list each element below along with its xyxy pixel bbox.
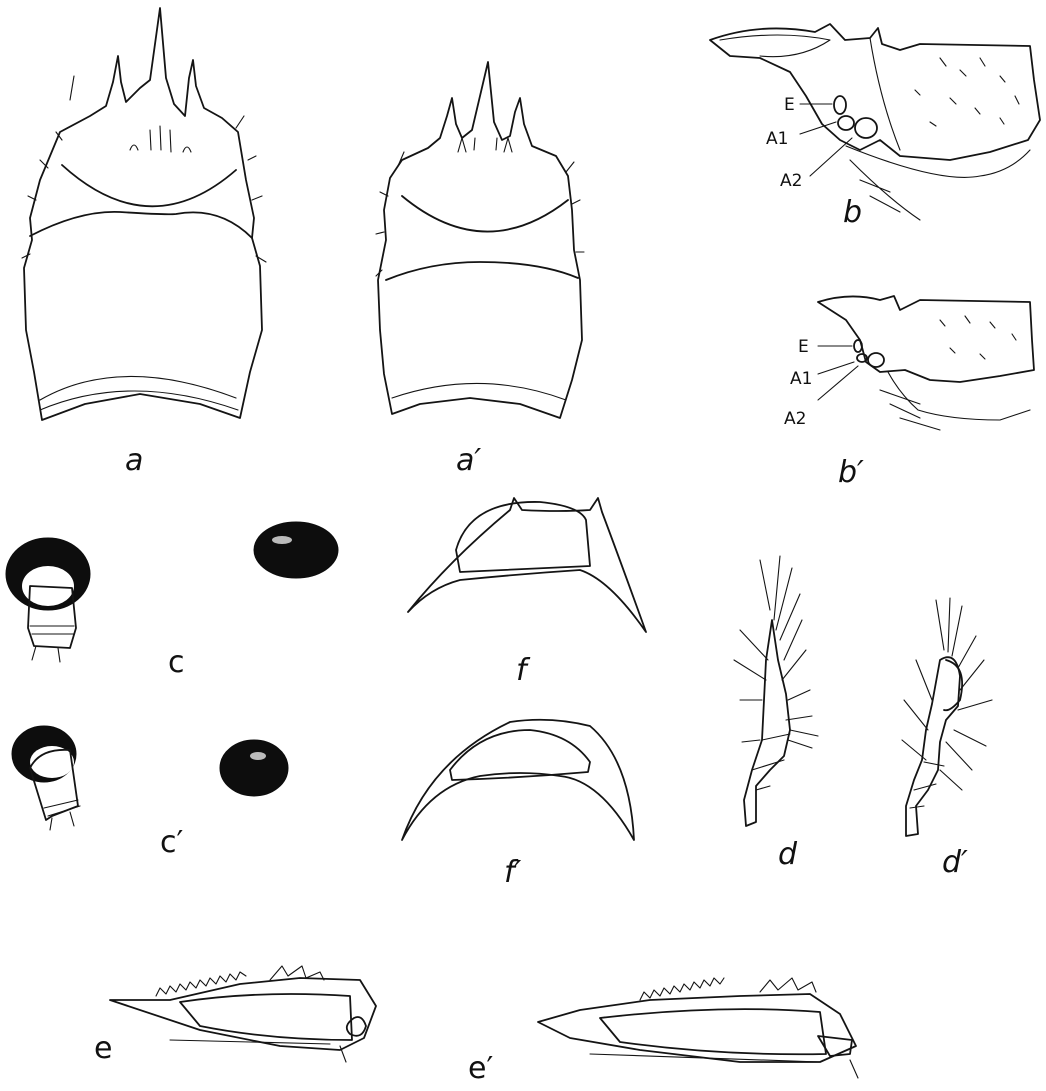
label-b-prime: b′ — [838, 455, 864, 490]
label-e: e — [94, 1031, 112, 1066]
figure-d-prime-appendage — [902, 598, 992, 836]
eye-organ — [834, 96, 846, 114]
figure-f-prime-cross-section — [402, 720, 634, 840]
label-b: b — [843, 195, 862, 230]
label-d: d — [778, 837, 798, 872]
label-b-prime-eye: E — [798, 337, 809, 357]
figure-c-eye — [6, 522, 338, 662]
antenna-organ — [855, 118, 877, 138]
figure-a-carapace — [22, 8, 266, 420]
label-b-antenna: A2 — [780, 171, 802, 191]
label-e-prime: e′ — [468, 1051, 493, 1086]
figure-e-lateral-body — [110, 966, 376, 1062]
label-a-prime: a′ — [456, 443, 481, 478]
figure-d-appendage — [734, 556, 818, 826]
label-b-prime-antennule: A1 — [790, 369, 812, 389]
label-d-prime: d′ — [942, 845, 968, 880]
label-b-prime-antenna: A2 — [784, 409, 806, 429]
label-a: a — [125, 443, 143, 478]
antennule-organ — [838, 116, 854, 130]
figure-e-prime-lateral-body — [538, 978, 858, 1078]
figure-c-prime-eye — [12, 726, 288, 830]
label-c-prime: c′ — [160, 825, 183, 860]
label-b-antennule: A1 — [766, 129, 788, 149]
figure-a-prime-carapace — [376, 62, 584, 418]
figure-f-cross-section — [408, 498, 646, 632]
figure-b-prime-head-lateral — [818, 296, 1034, 430]
label-f-prime: f′ — [504, 855, 522, 890]
figure-b-head-lateral — [710, 24, 1040, 220]
antenna-organ-small — [868, 353, 884, 367]
label-c: c — [168, 645, 185, 680]
label-f: f — [516, 653, 531, 688]
label-b-eye: E — [784, 95, 795, 115]
